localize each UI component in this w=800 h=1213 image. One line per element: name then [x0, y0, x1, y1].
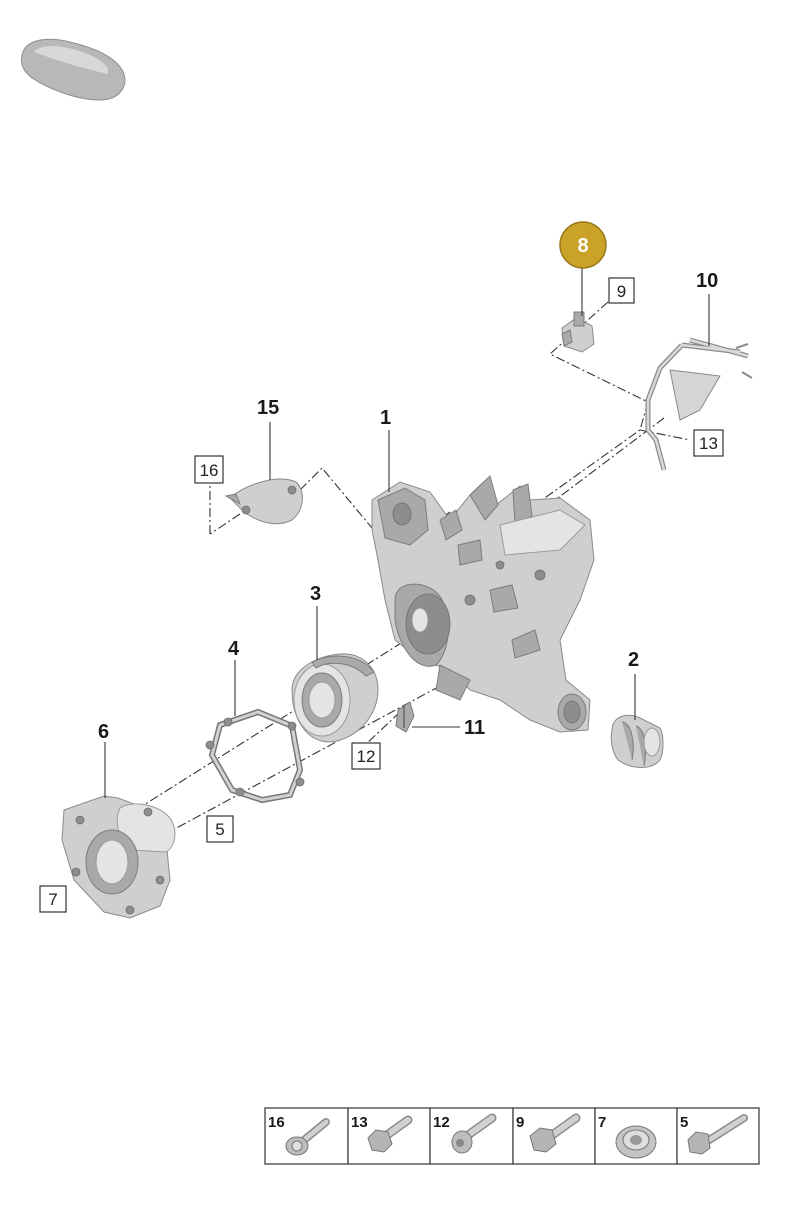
svg-text:9: 9 [617, 282, 626, 301]
ref-box-9: 9 [608, 277, 635, 304]
svg-text:13: 13 [699, 434, 718, 453]
fastener-cell-5: 5 [676, 1107, 760, 1165]
svg-text:16: 16 [200, 461, 219, 480]
bushing [610, 714, 664, 768]
svg-text:13: 13 [351, 1114, 368, 1131]
highlight-badge [559, 221, 607, 269]
callout-4: 4 [228, 638, 240, 660]
callout-15: 15 [257, 397, 279, 419]
wheel-hub [61, 795, 176, 919]
svg-text:7: 7 [48, 890, 57, 909]
flange-bolt-icon [687, 1114, 748, 1155]
wheel-bearing [291, 653, 379, 743]
ref-box-7: 7 [39, 885, 67, 913]
callout-11: 11 [464, 717, 485, 739]
ref-box-12: 12 [351, 742, 381, 770]
callout-6: 6 [98, 721, 109, 743]
callout-8: 8 [577, 235, 588, 257]
ref-box-16: 16 [194, 455, 224, 484]
fastener-cell-13: 13 [347, 1107, 431, 1165]
fastener-cell-16: 16 [264, 1107, 349, 1165]
svg-text:5: 5 [680, 1114, 688, 1131]
svg-text:5: 5 [215, 820, 224, 839]
gasket [205, 708, 305, 804]
callout-3: 3 [310, 583, 321, 605]
sensor [561, 311, 595, 353]
flange-bolt-icon [285, 1118, 330, 1156]
leader-lines [104, 268, 710, 798]
sensor-bracket [224, 478, 303, 525]
svg-text:12: 12 [433, 1114, 450, 1131]
callout-8-highlight[interactable]: 8 [559, 221, 607, 269]
bracket [645, 337, 753, 471]
callout-1: 1 [380, 407, 391, 429]
flange-nut-icon [615, 1125, 657, 1159]
fastener-table: 16 13 12 [264, 1107, 760, 1165]
svg-text:7: 7 [598, 1114, 606, 1131]
svg-text:16: 16 [268, 1114, 285, 1131]
callout-2: 2 [628, 649, 639, 671]
hex-bolt-icon [529, 1113, 581, 1153]
callout-10: 10 [696, 270, 718, 292]
ref-box-5: 5 [206, 815, 234, 843]
socket-bolt-icon [451, 1113, 497, 1154]
fastener-cell-7: 7 [594, 1107, 678, 1165]
retaining-clip [395, 701, 415, 733]
fastener-cell-9: 9 [512, 1107, 596, 1165]
svg-text:12: 12 [357, 747, 376, 766]
fastener-cell-12: 12 [429, 1107, 514, 1165]
hex-bolt-icon [367, 1115, 413, 1153]
wheel-carrier [371, 475, 595, 733]
svg-text:9: 9 [516, 1114, 524, 1131]
ref-box-13: 13 [693, 429, 724, 457]
vehicle-thumbnail-icon [21, 38, 126, 101]
